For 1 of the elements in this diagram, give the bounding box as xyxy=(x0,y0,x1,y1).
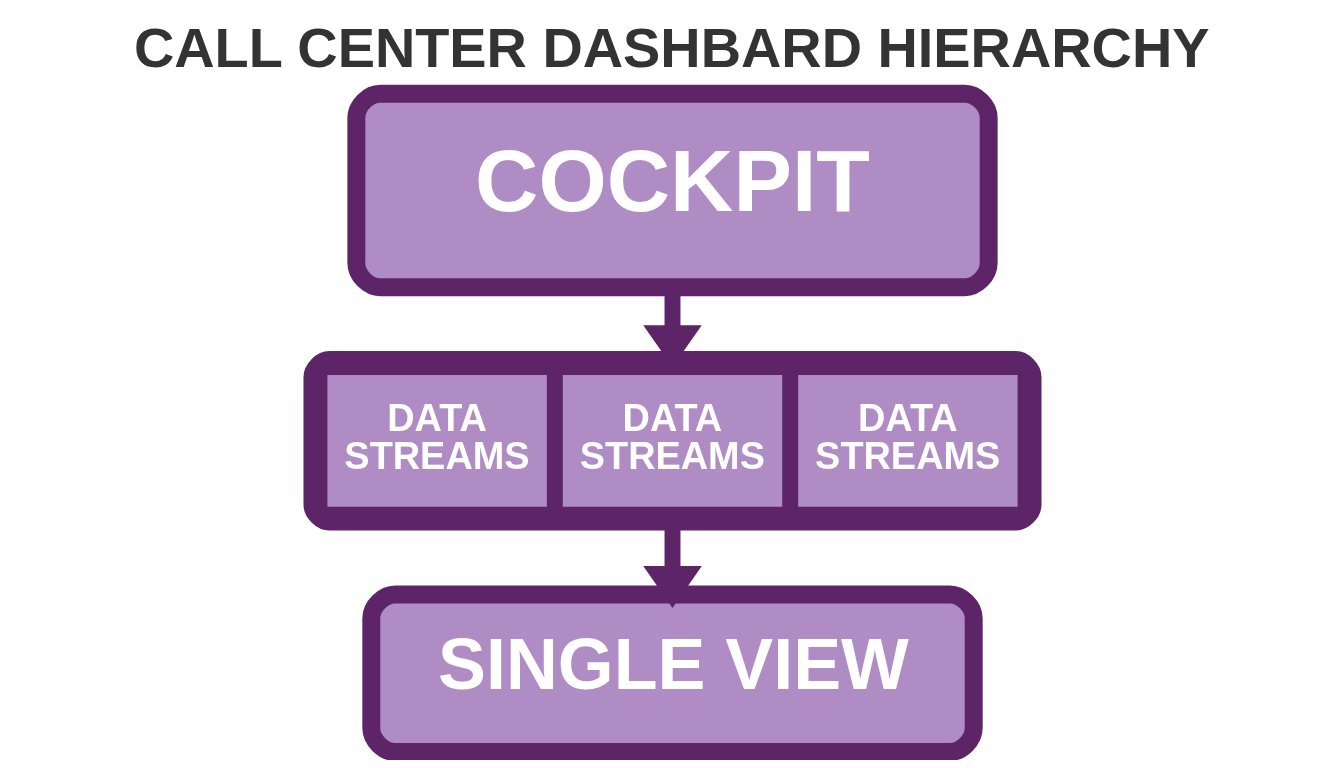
diagram-title: CALL CENTER DASHBARD HIERARCHY xyxy=(133,15,1209,79)
